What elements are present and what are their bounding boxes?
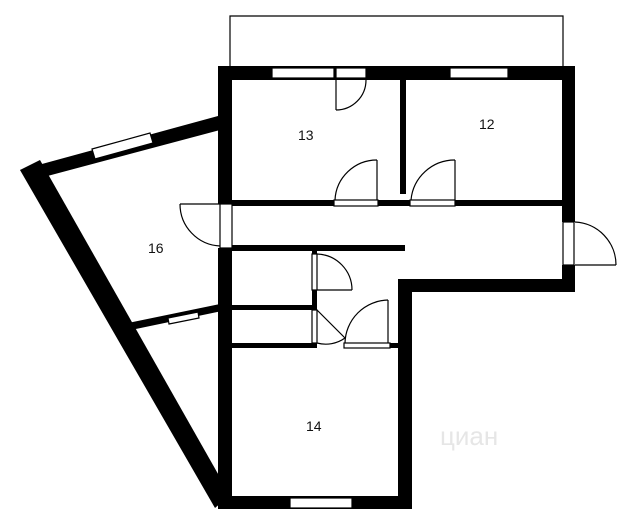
window-room-13: [271, 67, 335, 79]
window-room-12: [449, 67, 509, 79]
watermark: циан: [440, 421, 498, 451]
room-labels: 13 12 16 14: [148, 116, 495, 434]
window-room-16: [91, 132, 154, 160]
door-room-16: [179, 203, 233, 249]
door-room-12: [409, 159, 456, 207]
door-entrance: [562, 221, 617, 266]
room-13-label: 13: [298, 127, 314, 143]
window-room-16-lower: [167, 311, 200, 325]
door-room-13: [333, 159, 379, 207]
room-14-label: 14: [306, 418, 322, 434]
windows: [91, 67, 509, 509]
interior-walls: [128, 80, 562, 348]
watermark-text: циан: [440, 421, 498, 451]
door-room-13-top: [335, 67, 367, 111]
window-room-14: [289, 497, 353, 509]
door-bathroom-2: [311, 309, 346, 345]
room-16-label: 16: [148, 240, 164, 256]
door-bathroom-1: [311, 253, 353, 291]
exterior-walls: [20, 66, 575, 509]
doors: [179, 67, 617, 349]
balcony-outline: [229, 15, 564, 66]
door-room-14: [343, 299, 391, 349]
room-12-label: 12: [479, 116, 495, 132]
